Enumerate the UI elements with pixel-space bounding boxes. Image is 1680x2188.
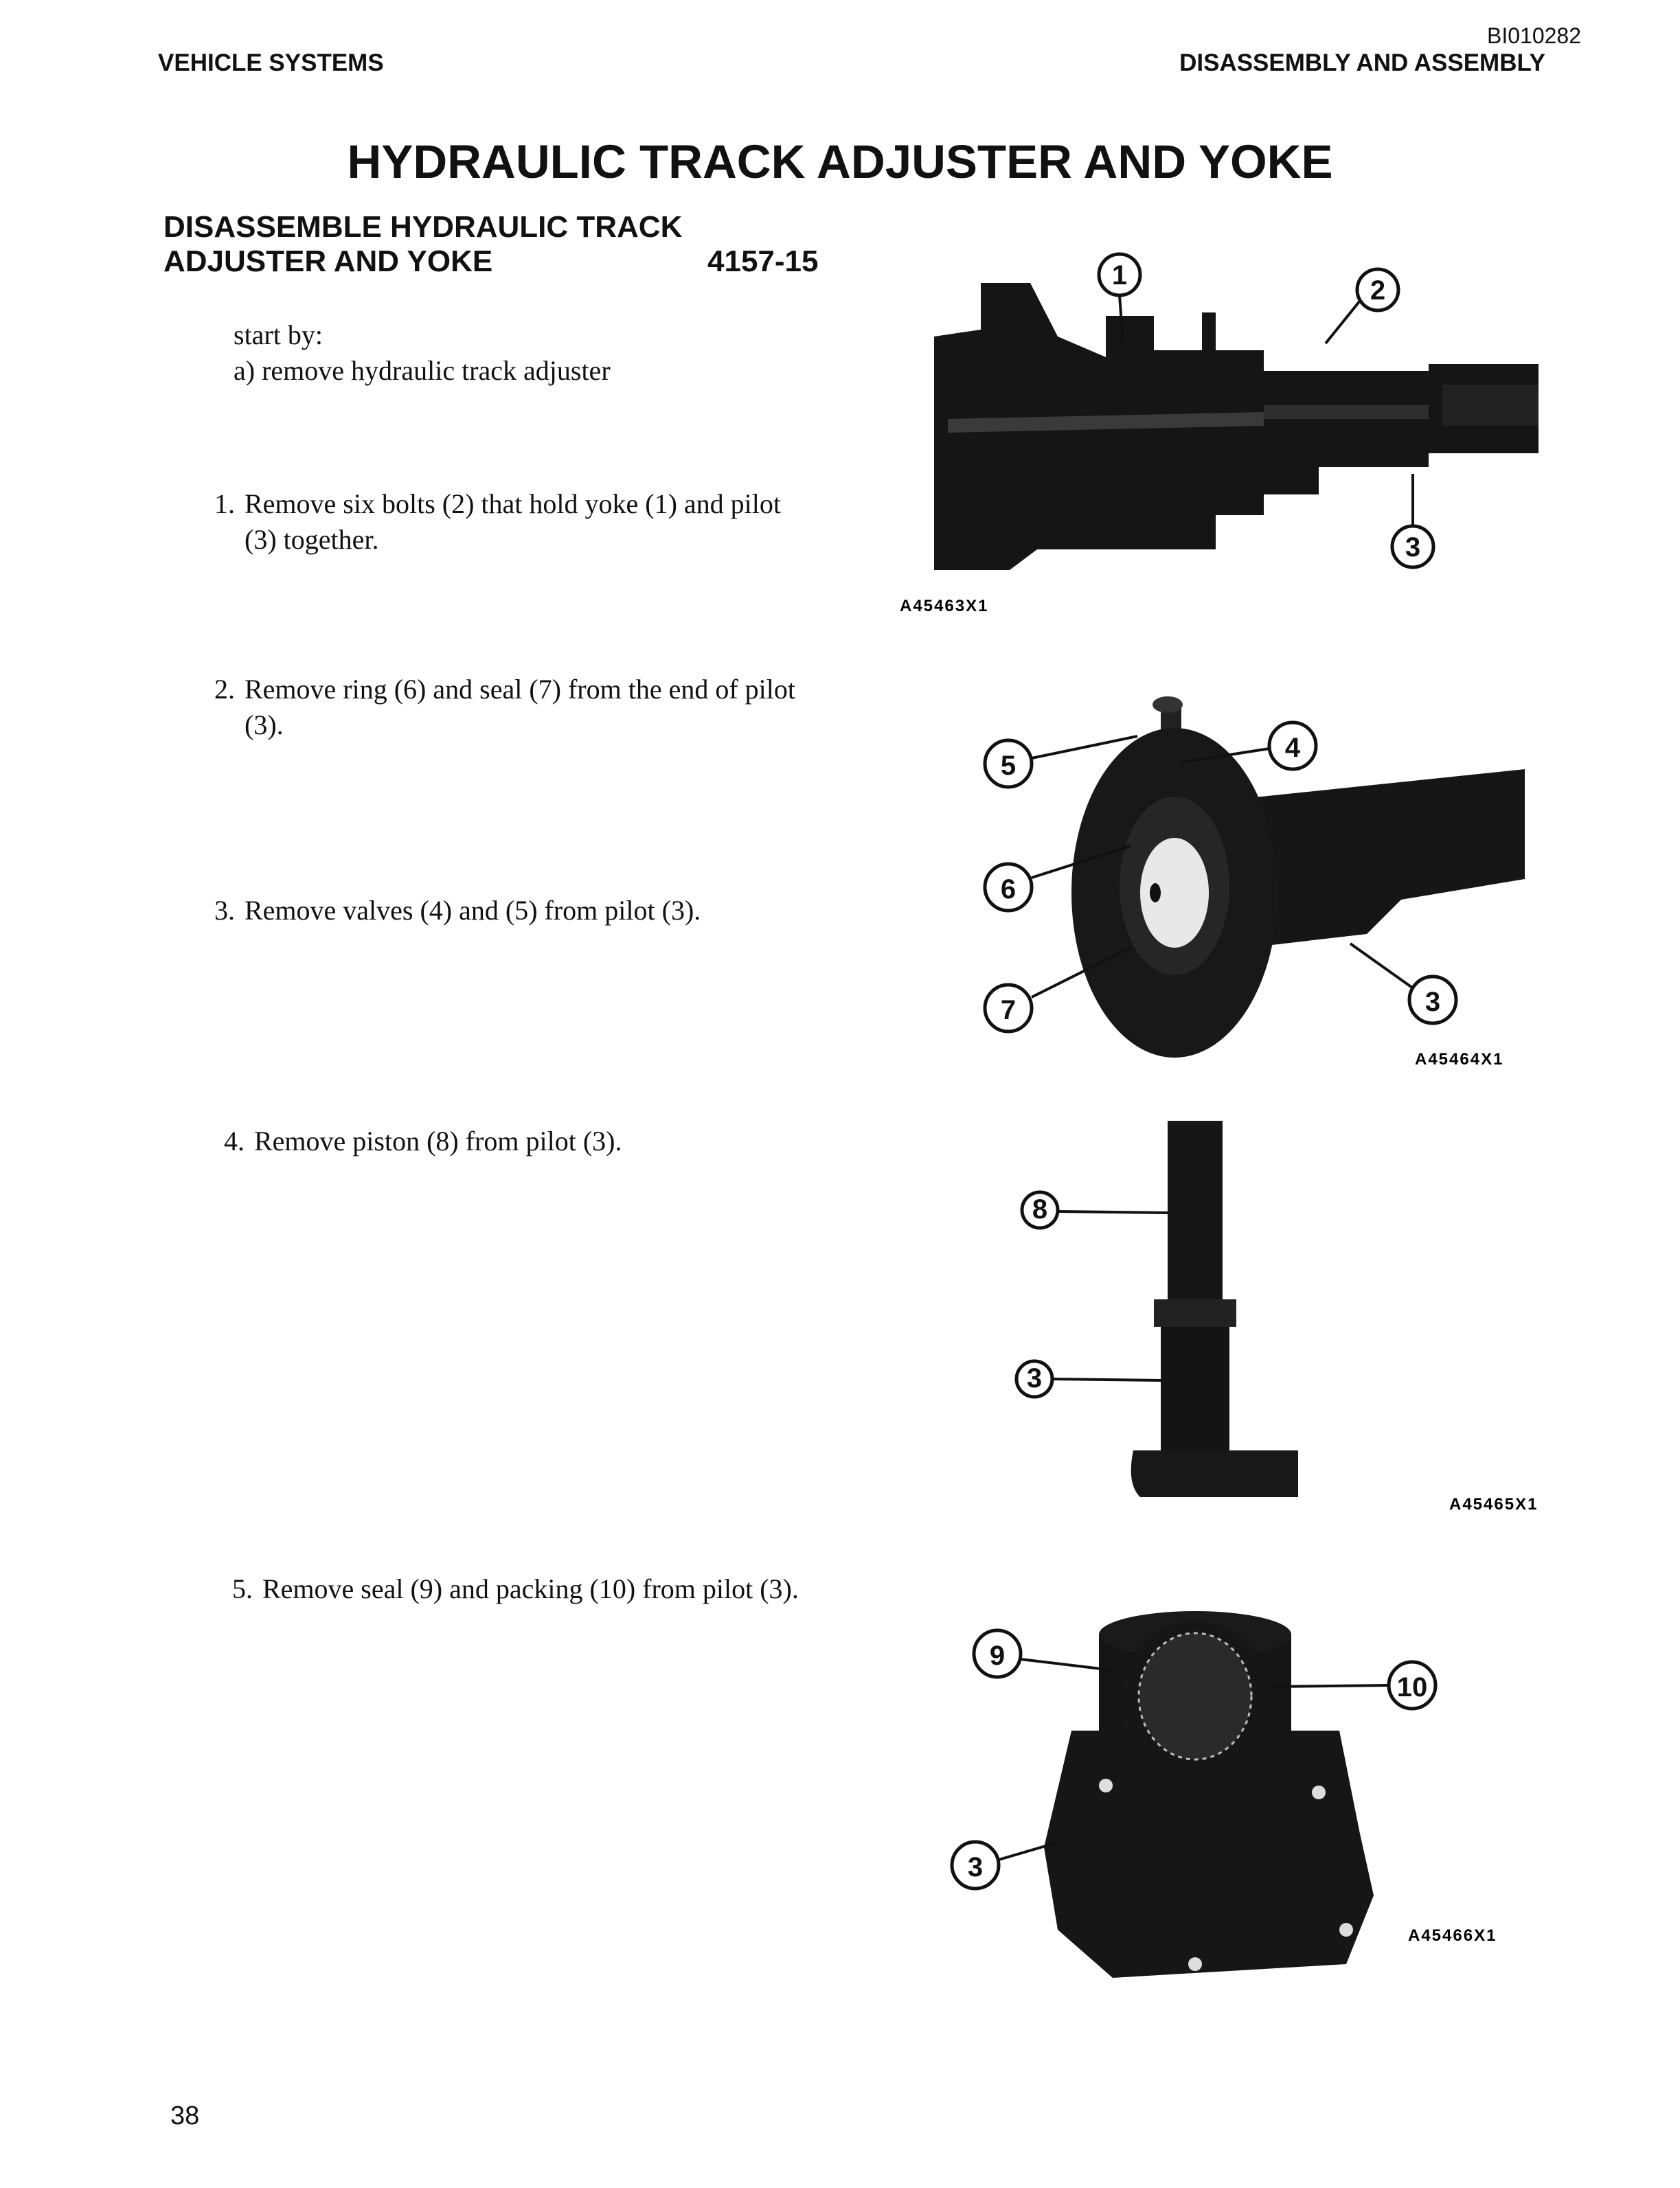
step-2: 2. Remove ring (6) and seal (7) from the… — [190, 672, 849, 743]
start-by: start by: a) remove hydraulic track adju… — [234, 317, 611, 389]
start-by-label: start by: — [234, 319, 323, 350]
step-text: Remove ring (6) and seal (7) from the en… — [245, 672, 849, 743]
svg-text:7: 7 — [1001, 995, 1016, 1025]
leader-line — [1324, 299, 1361, 345]
svg-text:8: 8 — [1032, 1194, 1047, 1224]
callout-6: 6 — [983, 862, 1034, 913]
step-text: Remove piston (8) from pilot (3). — [254, 1126, 622, 1156]
leader-line — [1118, 295, 1124, 344]
svg-text:3: 3 — [1425, 987, 1440, 1017]
callout-1: 1 — [1097, 252, 1142, 297]
leader-line — [1181, 747, 1270, 764]
figure-yoke-pilot-assembly: 1 2 3 A45463X1 — [900, 252, 1539, 615]
yoke-pilot-photo — [934, 283, 1539, 570]
figure-pilot-ring-seal: 5 4 6 7 3 A45464X1 — [983, 696, 1525, 1069]
leader-line — [1031, 946, 1131, 999]
leader-line — [1349, 942, 1414, 989]
svg-text:9: 9 — [990, 1641, 1005, 1671]
figure-piston-pilot: 8 3 A45465X1 — [1014, 1121, 1538, 1514]
step-4: 4. Remove piston (8) from pilot (3). — [199, 1124, 859, 1159]
pilot-end-photo — [1071, 696, 1525, 1058]
svg-text:3: 3 — [1027, 1363, 1042, 1393]
page-title: HYDRAULIC TRACK ADJUSTER AND YOKE — [347, 135, 1333, 188]
section-title: DISASSEMBLE HYDRAULIC TRACK ADJUSTER AND… — [163, 210, 682, 279]
callout-3: 3 — [1390, 524, 1435, 569]
step-number: 1. — [214, 488, 235, 519]
step-text-line: (3). — [245, 709, 284, 740]
header-right: DISASSEMBLY AND ASSEMBLY — [1179, 49, 1545, 76]
leader-line — [1020, 1658, 1113, 1672]
figure-id: A45465X1 — [1449, 1495, 1538, 1514]
callout-5: 5 — [983, 738, 1034, 789]
page-number: 38 — [170, 2101, 200, 2130]
callout-4: 4 — [1267, 720, 1318, 771]
callout-3: 3 — [950, 1840, 1001, 1891]
step-text-line: Remove six bolts (2) that hold yoke (1) … — [245, 488, 781, 519]
figure-id: A45466X1 — [1408, 1926, 1497, 1945]
svg-text:3: 3 — [1405, 532, 1420, 562]
leader-line — [998, 1842, 1056, 1861]
step-number: 2. — [214, 674, 235, 705]
svg-text:5: 5 — [1001, 751, 1016, 781]
svg-text:1: 1 — [1112, 260, 1127, 290]
pilot-flange-photo — [1044, 1611, 1374, 1978]
svg-text:4: 4 — [1285, 733, 1301, 763]
callout-7: 7 — [983, 983, 1034, 1034]
callout-3: 3 — [1014, 1359, 1054, 1399]
leader-line — [1031, 735, 1138, 760]
leader-line — [1057, 1210, 1168, 1214]
leader-line — [1270, 1684, 1389, 1688]
svg-text:2: 2 — [1370, 275, 1385, 306]
document-id: BI010282 — [1486, 23, 1581, 48]
header-left: VEHICLE SYSTEMS — [158, 49, 384, 76]
figure-id: A45463X1 — [900, 597, 988, 615]
callout-10: 10 — [1387, 1660, 1438, 1711]
step-text: Remove valves (4) and (5) from pilot (3)… — [245, 895, 701, 926]
step-5: 5. Remove seal (9) and packing (10) from… — [207, 1571, 867, 1607]
figure-pilot-seal-packing: 9 10 3 A45466X1 — [950, 1611, 1497, 1978]
step-text-line: Remove ring (6) and seal (7) from the en… — [245, 674, 795, 705]
callout-8: 8 — [1020, 1190, 1060, 1230]
callout-3: 3 — [1407, 975, 1458, 1025]
step-text: Remove six bolts (2) that hold yoke (1) … — [245, 486, 849, 558]
step-number: 3. — [214, 895, 235, 926]
step-1: 1. Remove six bolts (2) that hold yoke (… — [190, 486, 849, 558]
step-3: 3. Remove valves (4) and (5) from pilot … — [190, 893, 849, 928]
leader-line — [1052, 1378, 1161, 1382]
figure-id: A45464X1 — [1415, 1050, 1503, 1069]
section-title-line2: ADJUSTER AND YOKE — [163, 244, 493, 278]
step-number: 4. — [224, 1126, 245, 1156]
start-by-item: a) remove hydraulic track adjuster — [234, 355, 611, 386]
step-text: Remove seal (9) and packing (10) from pi… — [262, 1573, 799, 1604]
step-text-line: (3) together. — [245, 524, 379, 555]
callout-9: 9 — [972, 1628, 1023, 1679]
callout-2: 2 — [1355, 267, 1400, 312]
leader-line — [1031, 845, 1131, 879]
piston-pilot-photo — [1131, 1121, 1298, 1497]
svg-text:10: 10 — [1397, 1672, 1428, 1702]
svg-text:6: 6 — [1001, 874, 1016, 904]
section-code: 4157-15 — [707, 244, 819, 278]
step-number: 5. — [232, 1573, 253, 1604]
section-title-line1: DISASSEMBLE HYDRAULIC TRACK — [163, 210, 683, 244]
svg-text:3: 3 — [968, 1852, 983, 1882]
